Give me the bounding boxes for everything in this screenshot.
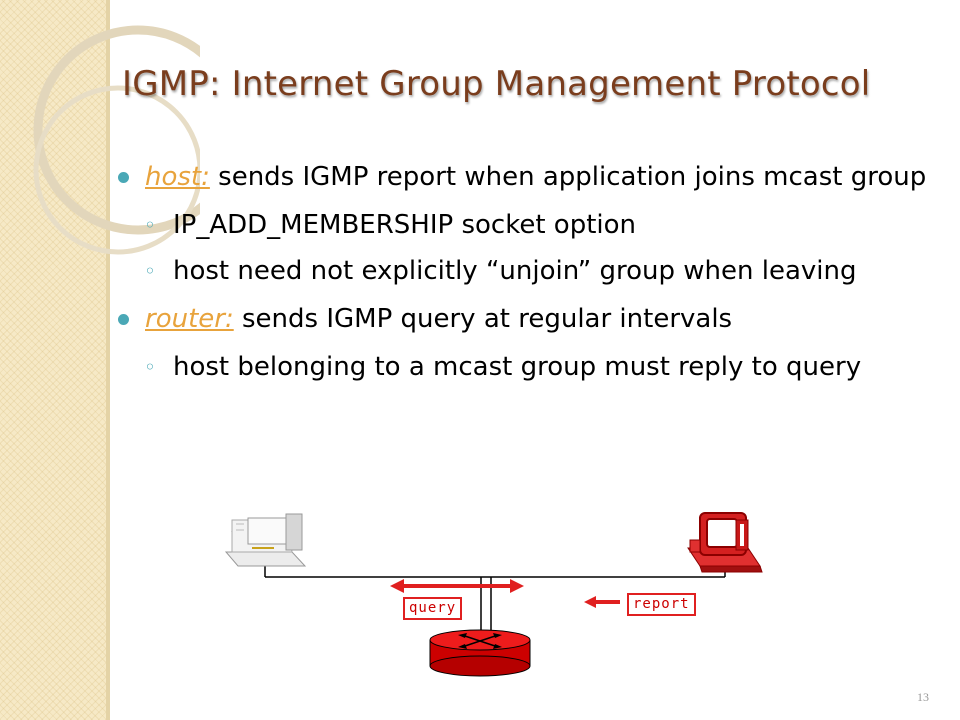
page-number: 13 — [917, 690, 929, 704]
bullet-list: host: sends IGMP report when application… — [118, 160, 938, 396]
bullet-host-text: sends IGMP report when application joins… — [209, 162, 927, 192]
report-label: report — [627, 593, 696, 616]
sidebar-edge — [106, 0, 110, 720]
sub-bullet-unjoin: host need not explicitly “unjoin” group … — [144, 254, 938, 288]
bullet-router: router: sends IGMP query at regular inte… — [118, 302, 938, 336]
term-host: host: — [145, 162, 210, 192]
query-label: query — [403, 597, 463, 620]
term-router: router: — [145, 304, 234, 334]
query-arrow-icon — [390, 579, 524, 593]
host-computer-icon — [224, 513, 307, 567]
report-arrow-icon — [584, 596, 620, 608]
bullet-router-text: sends IGMP query at regular intervals — [233, 304, 733, 334]
member-host-computer-icon — [687, 512, 763, 573]
router-icon — [429, 629, 531, 677]
sub-bullet-socket-option: IP_ADD_MEMBERSHIP socket option — [144, 208, 938, 242]
sub-bullet-reply: host belonging to a mcast group must rep… — [144, 350, 938, 384]
slide-title: IGMP: Internet Group Management Protocol — [122, 64, 871, 104]
bullet-host: host: sends IGMP report when application… — [118, 160, 938, 194]
decorative-rings — [33, 25, 200, 255]
